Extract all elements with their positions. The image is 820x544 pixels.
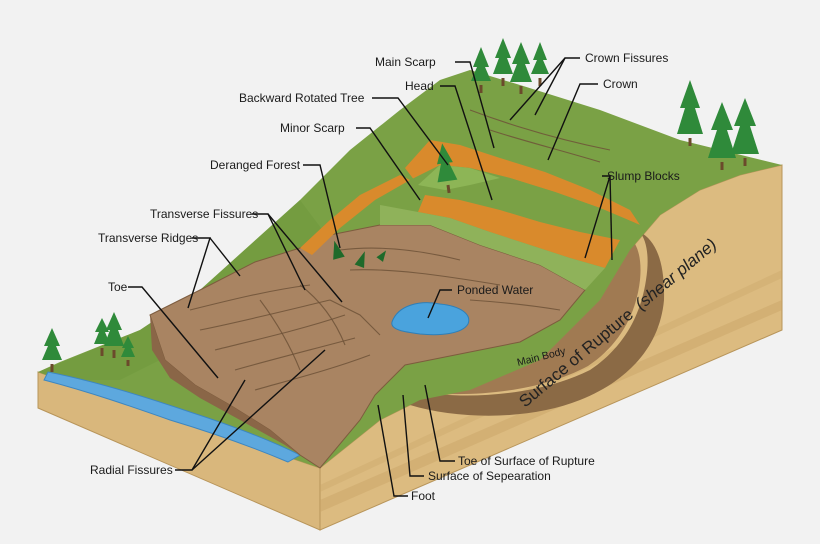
tree xyxy=(493,38,513,86)
ponded-water xyxy=(391,302,470,336)
label-toe: Toe xyxy=(108,280,128,294)
tree xyxy=(677,80,703,146)
tree xyxy=(121,336,135,366)
deranged-tree xyxy=(376,250,387,262)
fissures xyxy=(189,109,611,391)
deranged-tree xyxy=(333,240,345,260)
label-main-scarp: Main Scarp xyxy=(375,55,436,69)
main-scarp-face xyxy=(405,140,640,225)
label-radial-fissures: Radial Fissures xyxy=(90,463,173,477)
scarps xyxy=(300,140,640,290)
leader-lines xyxy=(128,57,613,497)
tree xyxy=(104,312,124,358)
tree xyxy=(731,98,759,166)
label-surface-of-separation: Surface of Sepearation xyxy=(428,469,551,483)
minor-scarp-band xyxy=(300,175,410,255)
label-toe-of-surface-of-rupture: Toe of Surface of Rupture xyxy=(458,454,595,468)
label-head: Head xyxy=(405,79,434,93)
slump-block-face xyxy=(418,195,620,268)
grass-slope-shade xyxy=(38,200,330,380)
label-crown: Crown xyxy=(603,77,638,91)
main-body-section xyxy=(420,240,641,395)
head-grass xyxy=(418,165,500,190)
tree xyxy=(42,328,62,372)
label-minor-scarp: Minor Scarp xyxy=(280,121,345,135)
rupture-zone xyxy=(410,232,665,416)
label-ponded-water: Ponded Water xyxy=(457,283,533,297)
river xyxy=(43,371,302,463)
trees xyxy=(42,38,759,372)
label-transverse-ridges: Transverse Ridges xyxy=(98,231,198,245)
tree xyxy=(510,42,532,94)
label-transverse-fissures: Transverse Fissures xyxy=(150,207,258,221)
tree xyxy=(708,102,736,170)
label-backward-rotated-tree: Backward Rotated Tree xyxy=(239,91,365,105)
label-crown-fissures: Crown Fissures xyxy=(585,51,668,65)
tree xyxy=(94,318,110,356)
label-slump-blocks: Slump Blocks xyxy=(607,169,680,183)
deranged-tree xyxy=(354,251,365,268)
label-deranged-forest: Deranged Forest xyxy=(210,158,301,172)
slump-block-lower xyxy=(380,205,605,290)
tree xyxy=(471,47,491,93)
label-foot: Foot xyxy=(411,489,436,503)
tree xyxy=(531,42,549,86)
